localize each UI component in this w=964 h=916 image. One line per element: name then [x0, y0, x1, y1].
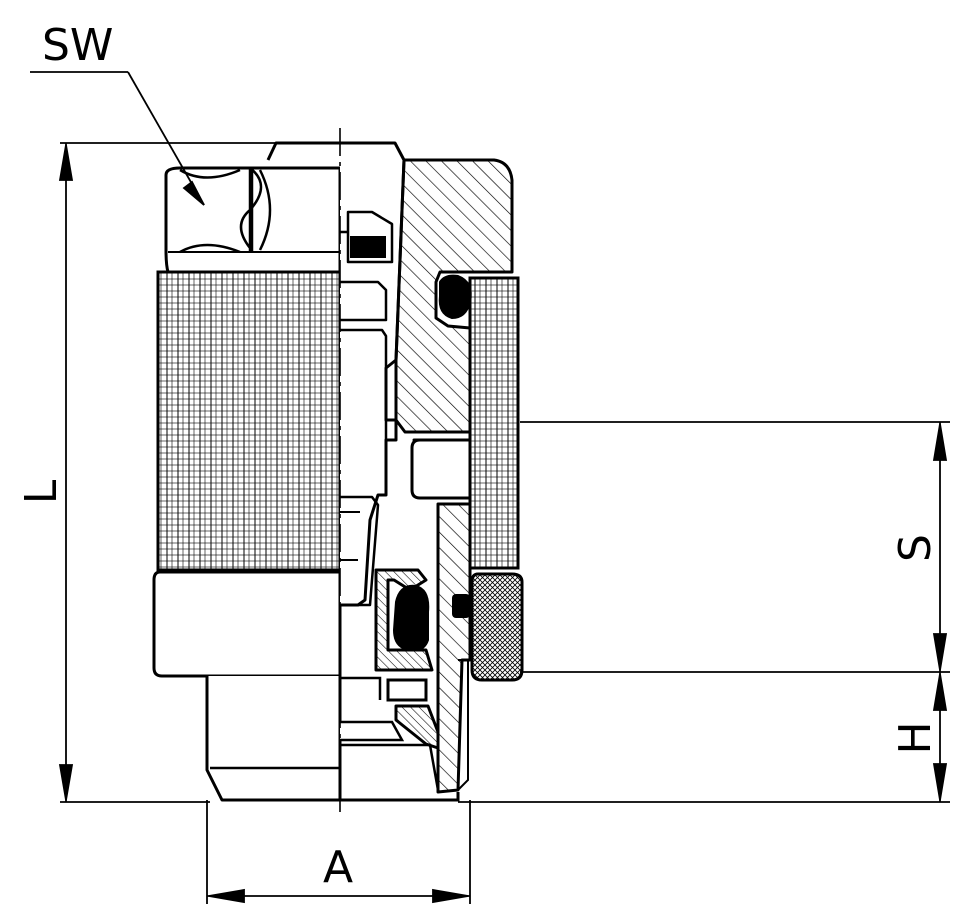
body-section-lower [436, 502, 472, 794]
rubber-ring [470, 572, 524, 682]
label-sw: SW [42, 20, 113, 71]
lower-o-ring [392, 584, 430, 652]
inner-bore [340, 141, 406, 607]
label-a: A [323, 842, 353, 893]
knurled-ring-left [156, 270, 342, 572]
label-h: H [890, 721, 941, 754]
sw-leader [30, 71, 205, 206]
dimension-a [206, 800, 471, 904]
dimension-h [458, 672, 950, 803]
thread-stem-left [205, 676, 342, 802]
small-seal [452, 594, 470, 618]
release-sleeve-cavity [410, 438, 472, 500]
section-bottom-outline [340, 792, 460, 802]
label-l: L [16, 479, 67, 504]
label-s: S [890, 534, 941, 562]
knurled-ring-right [468, 276, 520, 570]
upper-o-ring [438, 274, 472, 320]
body-section-upper [394, 158, 514, 434]
dimension-s [520, 421, 950, 673]
collet-wedge [340, 676, 440, 791]
lower-retainer [374, 568, 434, 672]
hex-nut-left [164, 141, 342, 274]
dimension-l [58, 142, 276, 803]
collar-left [152, 570, 342, 678]
